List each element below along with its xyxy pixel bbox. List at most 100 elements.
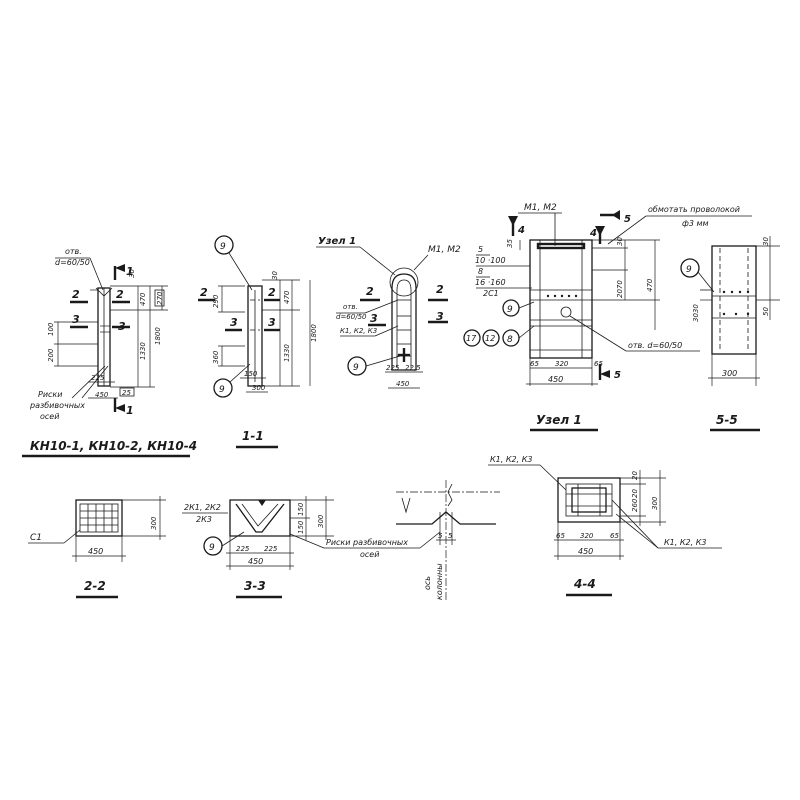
- node-1-hole-dia: d=60/50: [336, 313, 367, 321]
- dim-300-a: 300: [252, 384, 266, 392]
- section-4-4-title: 4-4: [573, 577, 596, 591]
- section-3-3-outline: [229, 499, 291, 537]
- node-1-circle: [389, 267, 419, 297]
- node-1-k123: К1, К2, К3: [340, 327, 377, 335]
- detail-outline: [529, 239, 593, 359]
- detail-dim-65-b: 65: [594, 360, 603, 368]
- section-4-4-dim-65-a: 65: [556, 532, 565, 540]
- hole-diameter: d=60/50: [55, 258, 90, 267]
- section-5-5-dim-300: 300: [722, 369, 737, 378]
- dim-470-b: 470: [283, 290, 291, 304]
- node-1-detail: М1, М2 4 5 4 5 обмотать проволокой ф: [463, 203, 752, 432]
- detail-callout-9-label: 9: [507, 305, 513, 315]
- section-2-2-outline: [75, 499, 123, 537]
- dim-100: 100: [47, 322, 55, 336]
- dim-450-a: 450: [95, 391, 109, 399]
- detail-callout-12: [482, 329, 500, 347]
- wire-note-line2: ф3 мм: [682, 219, 709, 228]
- section-4-4-dim-320: 320: [580, 532, 594, 540]
- rebar-8: 8: [478, 267, 483, 276]
- node-1-dim-22-5: 22,5: [405, 364, 421, 372]
- detail-dim-65-a: 65: [530, 360, 539, 368]
- rebar-16-160: 16 ·160: [475, 278, 506, 287]
- section-3-3-dim-225-b: 225: [264, 545, 278, 553]
- risk-note-line3: осей: [40, 412, 59, 421]
- section-3-3-callout-9-label: 9: [209, 543, 215, 553]
- section-4-4-outline: [557, 477, 621, 523]
- section-2-2-dim-450: 450: [88, 547, 103, 556]
- callout-9-top-label: 9: [220, 242, 226, 252]
- section-arrow-1-bottom: [115, 404, 125, 412]
- section-1-1-mark-3-left: 3: [230, 316, 238, 329]
- column-axis-detail: 5 5 ось колонны: [396, 480, 500, 600]
- section-3-3-risk-note-axes: осей: [360, 550, 379, 559]
- detail-dim-2070: 2070: [616, 280, 624, 298]
- section-1-1-mark-2-left: 2: [200, 286, 208, 299]
- axis-label-os: ось: [423, 576, 432, 590]
- node-1-dim-450: 450: [396, 380, 410, 388]
- dim-270-box: [154, 289, 165, 307]
- callout-9-top: [214, 235, 234, 255]
- axis-dim-5-b: 5: [448, 532, 453, 540]
- node-1-mark-3-right: 3: [436, 310, 444, 323]
- section-4-4-dim-300: 300: [651, 496, 659, 510]
- section-5-5-callout-9: [680, 258, 700, 278]
- dim-30-b: 30: [271, 271, 279, 280]
- risk-note-line2: разбивочных: [29, 401, 85, 410]
- wire-note-line1: обмотать проволокой: [648, 205, 740, 214]
- section-mark-2-right: 2: [116, 288, 124, 301]
- detail-mark-4-right: 4: [589, 228, 597, 239]
- node-1-dim-225: 225: [386, 364, 400, 372]
- section-3-3-dim-150-b: 150: [297, 520, 305, 534]
- section-arrow-1-top: [115, 264, 125, 272]
- section-2-2-title: 2-2: [84, 579, 106, 593]
- section-4-4-dim-450: 450: [578, 547, 593, 556]
- section-3-3: 2К1, 2К2 2К3 9 150 150 300 225 225 450 Р…: [182, 496, 441, 599]
- node-1-column: [391, 273, 417, 371]
- node-1-elevation: Узел 1 М1, М2 2 2 3 3 отв. d=60/50 К1, К…: [316, 236, 461, 389]
- detail-mark-5-top: 5: [624, 214, 631, 225]
- elevation-kn10: 2 2 3 3 1 1 отв. d=60/50 100 200 470 133…: [22, 247, 197, 458]
- section-5-5: 9 30 50 3030 300 5-5: [680, 236, 780, 432]
- dim-30-a: 30: [128, 269, 136, 278]
- dim-1800-b: 1800: [310, 324, 318, 342]
- section-mark-1-bottom: 1: [126, 404, 134, 417]
- break-mark-left: [401, 497, 411, 514]
- section-3-3-dim-300: 300: [317, 514, 325, 528]
- section-2-2: С1 300 450 2-2: [28, 496, 166, 599]
- dim-1330-b: 1330: [283, 344, 291, 362]
- dim-360: 360: [212, 350, 220, 364]
- section-3-3-2k1k2: 2К1, 2К2: [184, 503, 221, 512]
- section-4-4-k123-bottom: К1, К2, К3: [664, 538, 706, 547]
- section-1-1-mark-2-right: 2: [268, 286, 276, 299]
- section-5-5-outline: [711, 245, 757, 355]
- detail-callout-8-label: 8: [507, 335, 513, 345]
- section-mark-3-left: 3: [72, 313, 80, 326]
- hole-label: отв.: [65, 247, 82, 256]
- dim-470-a: 470: [139, 292, 147, 306]
- callout-9-bottom-label: 9: [219, 385, 225, 395]
- section-3-3-dim-450: 450: [248, 557, 263, 566]
- detail-callout-17-label: 17: [466, 334, 477, 343]
- axis-notch: [396, 511, 496, 525]
- section-4-4-dim-65-b: 65: [610, 532, 619, 540]
- section-3-3-dim-150-a: 150: [297, 502, 305, 516]
- section-3-3-2k3: 2К3: [196, 515, 212, 524]
- node-1-title: Узел 1: [536, 413, 582, 427]
- node-1-hole-label: отв.: [343, 303, 358, 311]
- section-5-5-dim-3030: 3030: [692, 304, 700, 322]
- detail-dim-450: 450: [548, 375, 563, 384]
- rebar-10-100: 10 ·100: [475, 256, 506, 265]
- section-1-1-mark-3-right: 3: [268, 316, 276, 329]
- axis-label-column: колонны: [435, 563, 444, 600]
- section-5-5-dim-30: 30: [762, 237, 770, 246]
- section-1-1: 9 9 2 2 3 3 290 360 30 470 1330 1800: [198, 235, 318, 449]
- section-2-2-dim-300: 300: [150, 516, 158, 530]
- detail-dim-35: 35: [506, 239, 514, 248]
- detail-mark-5-bottom: 5: [614, 370, 621, 381]
- section-mark-2-left: 2: [72, 288, 80, 301]
- node-1-m1m2: М1, М2: [428, 245, 461, 255]
- node-1-label: Узел 1: [318, 236, 356, 247]
- section-mark-3-right: 3: [118, 320, 126, 333]
